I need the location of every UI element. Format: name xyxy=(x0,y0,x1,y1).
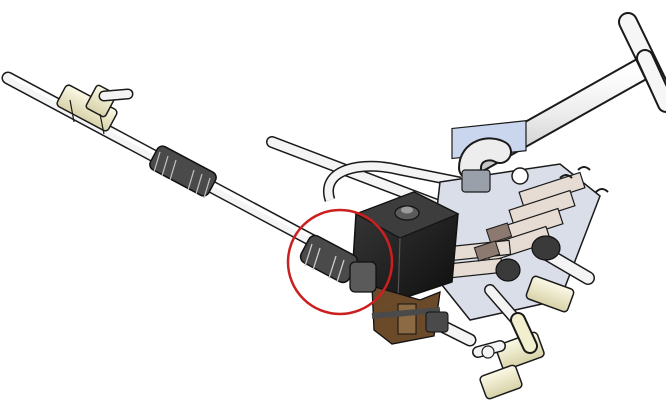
left-tee-fitting xyxy=(56,84,134,135)
lower-tee-fittings xyxy=(472,275,575,400)
rear-tube xyxy=(266,136,462,212)
highlighted-union-fitting xyxy=(299,234,377,293)
inline-union-fitting xyxy=(149,145,217,199)
solenoid-valve xyxy=(351,191,460,345)
highlight-circle xyxy=(286,208,394,316)
